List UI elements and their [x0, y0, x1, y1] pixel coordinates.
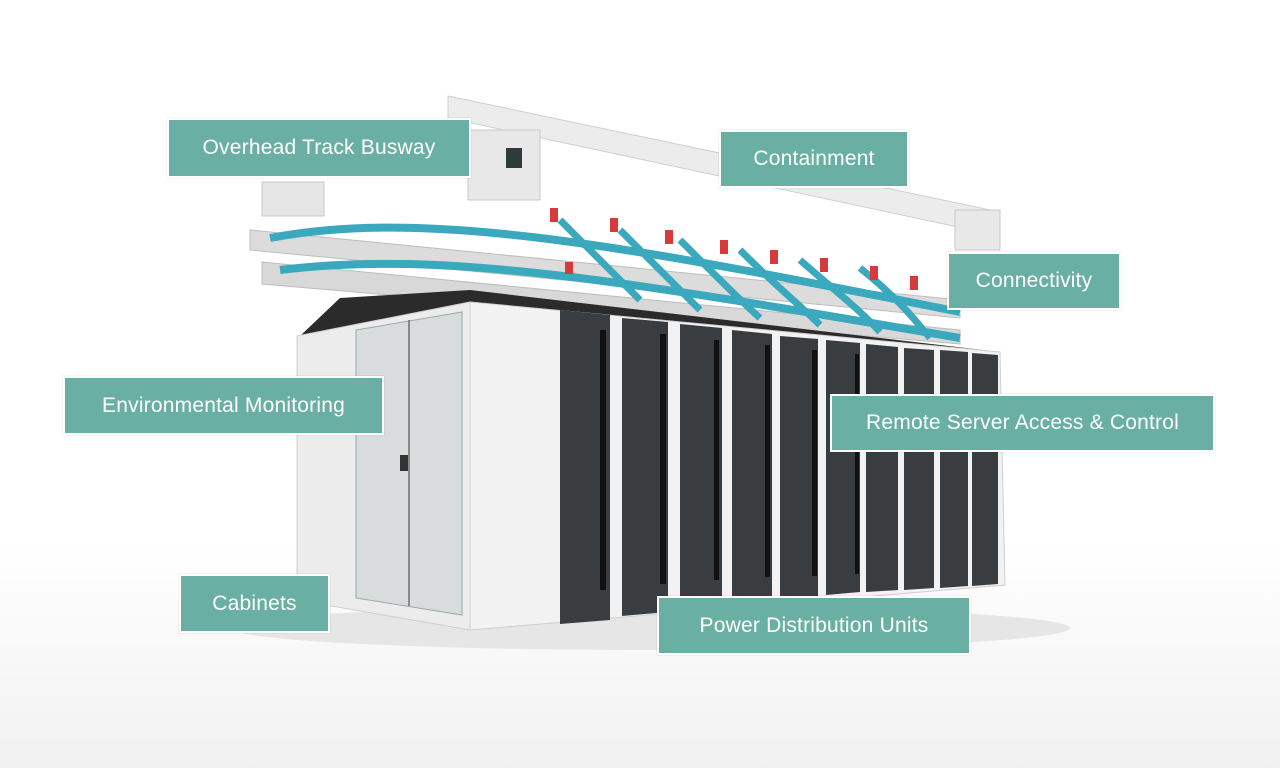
cabinet-row [469, 301, 1006, 631]
label-containment: Containment [719, 130, 909, 188]
label-cabinets: Cabinets [179, 574, 330, 633]
pdu-strips [600, 330, 859, 590]
label-connectivity: Connectivity [947, 252, 1121, 310]
label-overhead-track-busway: Overhead Track Busway [167, 118, 471, 178]
containment-roof [300, 290, 1000, 360]
label-environmental-monitoring: Environmental Monitoring [63, 376, 384, 435]
cable-tray [249, 208, 961, 345]
label-remote-server-access: Remote Server Access & Control [830, 394, 1215, 452]
label-power-distribution-units: Power Distribution Units [657, 596, 971, 655]
